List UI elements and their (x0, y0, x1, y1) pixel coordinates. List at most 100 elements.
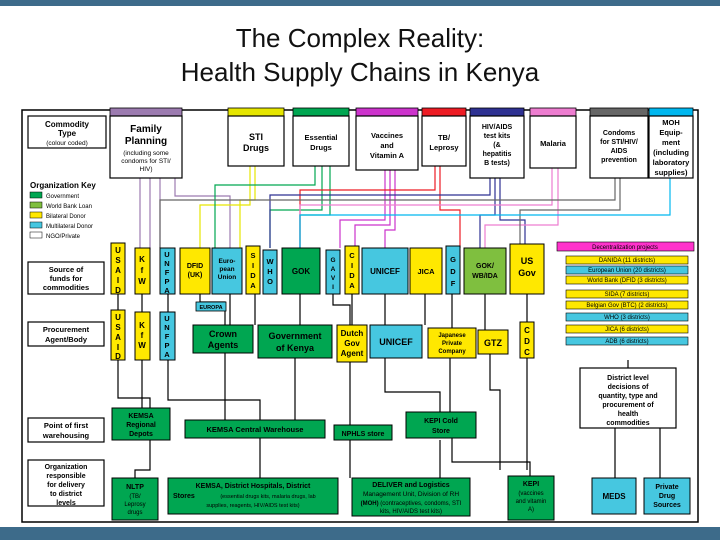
commodity-line: Equip- (659, 128, 683, 137)
key-swatch-world-bank (29, 201, 43, 209)
first-warehousing-line: warehousing (42, 431, 90, 440)
procurement-label-line: Procurement (43, 325, 90, 334)
commodity-line: (& (493, 142, 500, 149)
diagram-text: District level (607, 375, 649, 382)
source-of-funds-line: Source of (49, 265, 84, 274)
diagram-text: S (250, 251, 255, 260)
commodity-line: B tests) (484, 160, 510, 167)
diagram-box (445, 245, 461, 295)
commodity-line: TB/ (438, 133, 451, 142)
decentralization-item (565, 265, 689, 275)
diagram-box (333, 424, 393, 441)
diagram-text: P (164, 277, 169, 286)
commodity-line: for STI/HIV/ (600, 139, 638, 146)
diagram-text: GTZ (484, 338, 502, 348)
diagram-box (355, 115, 419, 171)
funds-jica: JICA (409, 247, 443, 295)
diagram-text: K (139, 255, 145, 264)
first-warehousing-label: Point of first warehousing (27, 417, 105, 443)
connector-line (117, 360, 151, 408)
commodity-line: STI (249, 132, 263, 142)
diagram-box (336, 324, 368, 363)
diagram-text: Gov (344, 339, 360, 348)
diagram-box (405, 411, 477, 439)
connector-line (489, 350, 501, 470)
diagram-box (257, 324, 333, 359)
diagram-text: Dutch (341, 329, 364, 338)
diagram-box (469, 107, 525, 117)
diagram-box (27, 417, 105, 443)
diagram-text: decisions of (608, 384, 650, 391)
commodity-family-planning: Family Planning (including some condoms … (109, 107, 183, 179)
slide-title-line-1: The Complex Reality: (235, 23, 485, 53)
commodity-hiv-aids-test-kits: HIV/AIDS test kits (& hepatitis B tests) (469, 107, 525, 179)
funds-unfpa: U N F P A (159, 247, 176, 295)
diagram-box (648, 115, 694, 179)
org-responsible-line: responsible (46, 473, 85, 480)
diagram-text: U (115, 313, 121, 322)
diagram-text: W (266, 257, 274, 266)
procurement-europa: EUROPA (195, 301, 227, 312)
diagram-text: pean (219, 266, 234, 273)
diagram-text: Union (218, 274, 236, 281)
top-frame-bar (0, 0, 720, 6)
diagram-box (529, 107, 577, 117)
commodity-line: HIV) (140, 166, 153, 173)
procurement-agent-label: Procurement Agent/Body (27, 321, 105, 347)
diagram-text: I (117, 276, 119, 285)
diagram-text: S (115, 256, 121, 265)
connector-line (519, 178, 621, 248)
diagram-text: quantity, type and (598, 393, 657, 400)
commodity-line: Drugs (310, 143, 332, 152)
diagram-text: W (138, 341, 146, 350)
commodity-line: prevention (601, 157, 637, 164)
diagram-text: DFID (187, 263, 203, 270)
connector-line (339, 170, 386, 248)
diagram-text: WB/IDA (472, 273, 498, 280)
diagram-text: European Union (20 districts) (588, 268, 666, 274)
diagram-text: (MOH) (361, 501, 379, 507)
diagram-box (159, 311, 176, 361)
funds-who: W H O (262, 249, 278, 295)
diagram-text: (vaccines (518, 491, 543, 497)
diagram-text: (contraceptives, condoms, STI (379, 501, 462, 507)
diagram-text: (TB/ (129, 494, 141, 500)
decentralization-item (565, 289, 689, 299)
diagram-text: KEPI Cold (424, 418, 458, 425)
commodity-line: Vitamin A (370, 151, 405, 160)
diagram-text: Private (442, 341, 463, 347)
connector-line (299, 166, 436, 248)
funds-sida: S I D A (245, 245, 261, 295)
first-warehousing-line: Point of first (44, 421, 89, 430)
diagram-text: A (331, 266, 336, 273)
diagram-box (643, 477, 691, 515)
commodity-line: Malaria (540, 139, 567, 148)
diagram-text: US (521, 256, 534, 266)
connector-line (269, 166, 323, 248)
commodity-line: Vaccines (371, 131, 403, 140)
diagram-text: drugs (127, 510, 142, 516)
commodity-line: Essential (305, 133, 338, 142)
diagram-text: D (250, 271, 256, 280)
diagram-text: A) (528, 507, 534, 513)
diagram-text: JICA (6 districts) (605, 327, 649, 333)
diagram-text: A (164, 286, 170, 295)
diagram-text: P (164, 341, 169, 350)
funds-gok-wb-ida: GOK/ WB/IDA (463, 247, 507, 295)
diagram-text: WHO (3 districts) (604, 315, 650, 321)
commodity-line: supplies) (655, 168, 688, 177)
decentralization-item (565, 255, 689, 265)
diagram-text: Management Unit, Division of RH (363, 491, 459, 498)
diagram-text: Company (438, 349, 466, 355)
diagram-text: UNICEF (370, 267, 400, 276)
funds-gok: GOK (281, 247, 321, 295)
source-of-funds-label: Source of funds for commodities (27, 261, 105, 295)
commodity-sti-drugs: STI Drugs (227, 107, 285, 167)
diagram-text: supplies, reagents, HIV/AIDS test kits) (206, 503, 299, 509)
diagram-text: World Bank (DFID (3 districts) (587, 278, 667, 284)
diagram-text: H (267, 267, 272, 276)
diagram-box (227, 115, 285, 167)
diagram-box (195, 301, 227, 312)
source-of-funds-line: funds for (50, 274, 83, 283)
decentralization-item (565, 312, 689, 322)
